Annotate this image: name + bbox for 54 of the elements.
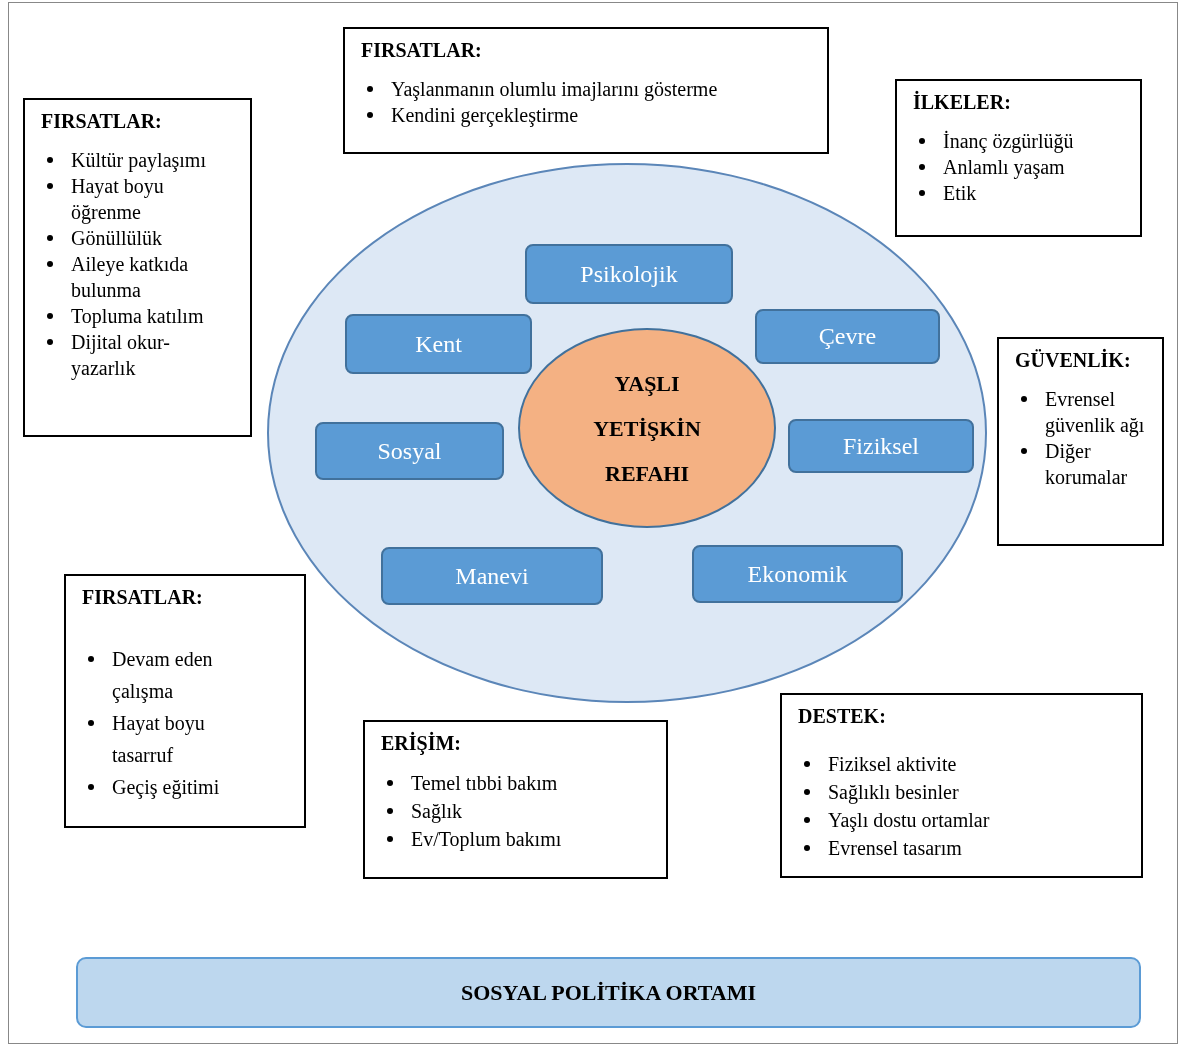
category-label: Kent (415, 330, 462, 358)
list-item: Devam eden çalışma (112, 643, 237, 707)
box-heading: GÜVENLİK: (1015, 349, 1131, 372)
box-heading: DESTEK: (798, 705, 886, 728)
box-heading: ERİŞİM: (381, 732, 461, 755)
list-item: Dijital okur-yazarlık (71, 329, 231, 381)
category-box (315, 422, 504, 480)
list-item: Gönüllülük (71, 225, 231, 251)
category-label: Fiziksel (843, 432, 919, 460)
category-box (755, 309, 940, 364)
text-box (895, 79, 1142, 237)
center-label: YAŞLI YETİŞKİN REFAHI (592, 369, 702, 488)
category-box (381, 547, 603, 605)
text-box (64, 574, 306, 828)
list-item: Temel tıbbi bakım (411, 769, 654, 797)
list-item: Diğer korumalar (1045, 438, 1155, 490)
list-item: Ev/Toplum bakımı (411, 825, 654, 853)
policy-band (76, 957, 1141, 1028)
text-box (363, 720, 668, 879)
category-box (525, 244, 733, 304)
list-item: Geçiş eğitimi (112, 771, 237, 803)
list-item: Fiziksel aktivite (828, 750, 1129, 778)
list-item: Hayat boyu tasarruf (112, 707, 237, 771)
list-item: Sağlıklı besinler (828, 778, 1129, 806)
list-item: Yaşlanmanın olumlu imajlarını gösterme (391, 76, 815, 102)
list-item: Evrensel tasarım (828, 834, 1129, 862)
list-item: Sağlık (411, 797, 654, 825)
list-item: Yaşlı dostu ortamlar (828, 806, 1129, 834)
list-item: Topluma katılım (71, 303, 231, 329)
list-item: Kültür paylaşımı (71, 147, 231, 173)
text-box (780, 693, 1143, 878)
category-label: Çevre (818, 323, 877, 350)
list-item: Hayat boyu öğrenme (71, 173, 231, 225)
list-item: Kendini gerçekleştirme (391, 102, 815, 128)
category-box (345, 314, 532, 374)
list-item: Aileye katkıda bulunma (71, 251, 231, 303)
box-heading: İLKELER: (913, 91, 1011, 114)
list-item: Anlamlı yaşam (943, 154, 1128, 180)
category-label: Psikolojik (580, 260, 678, 288)
text-box (343, 27, 829, 154)
category-box (788, 419, 974, 473)
box-heading: FIRSATLAR: (361, 39, 482, 62)
box-heading: FIRSATLAR: (82, 586, 203, 609)
category-box (692, 545, 903, 603)
list-item: Evrensel güvenlik ağı (1045, 386, 1155, 438)
category-label: Ekonomik (747, 560, 848, 588)
text-box (997, 337, 1164, 546)
category-label: Manevi (455, 562, 529, 590)
category-label: Sosyal (377, 437, 442, 465)
band-label: SOSYAL POLİTİKA ORTAMI (460, 979, 757, 1006)
list-item: İnanç özgürlüğü (943, 128, 1128, 154)
text-box (23, 98, 252, 437)
list-item: Etik (943, 180, 1128, 206)
box-heading: FIRSATLAR: (41, 110, 162, 133)
